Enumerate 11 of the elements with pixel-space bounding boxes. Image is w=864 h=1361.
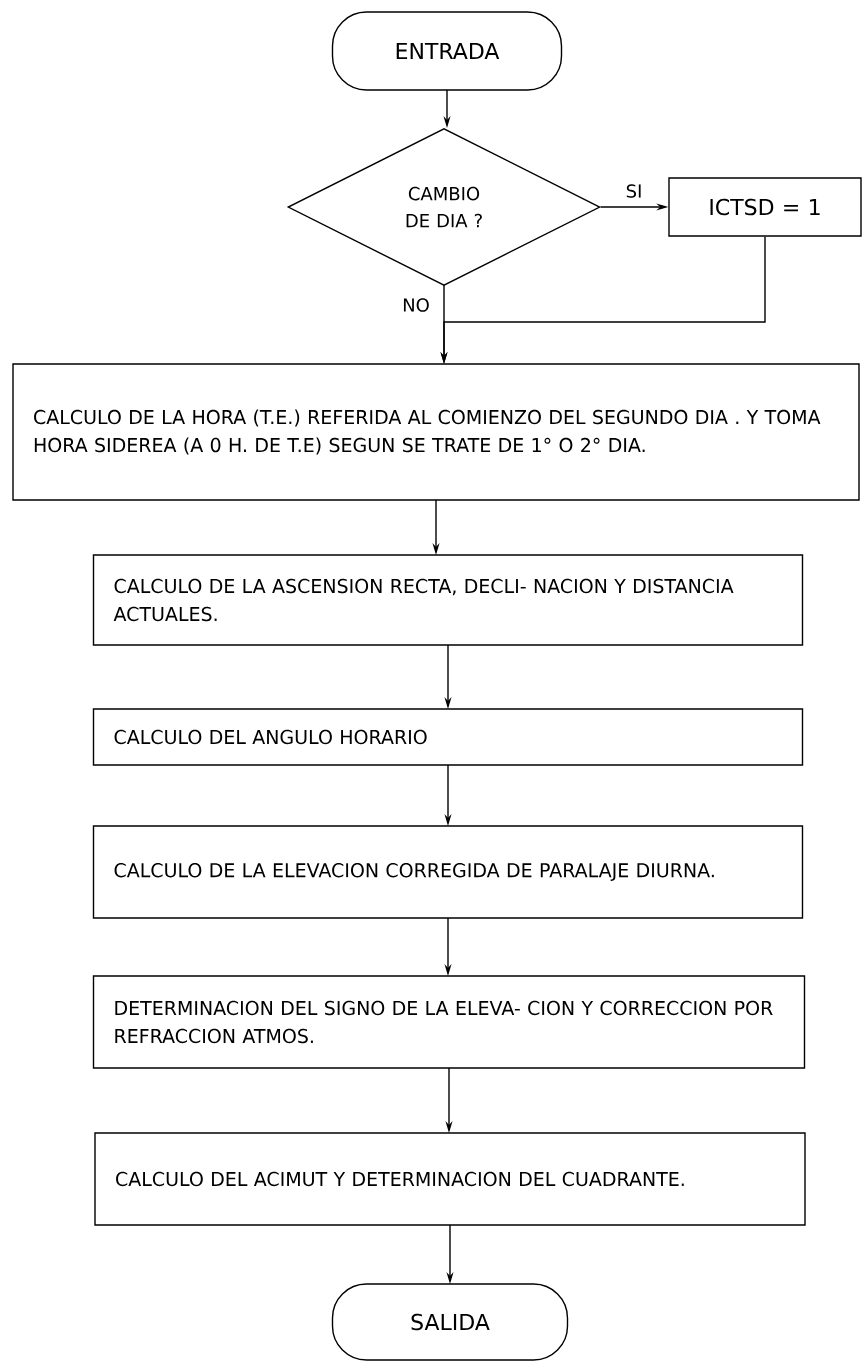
- process-box: CALCULO DE LA ELEVACION CORREGIDA DE PARALAJE DIURNA.: [92, 825, 804, 919]
- edge-label: NO: [401, 297, 431, 313]
- process-box: ICTSD = 1: [668, 177, 862, 237]
- process-box: CALCULO DEL ANGULO HORARIO: [92, 708, 804, 766]
- process-box: CALCULO DE LA HORA (T.E.) REFERIDA AL COMIENZO DEL SEGUNDO DIA . Y TOMA HORA SIDEREA (A 0 H. DE T.E) SEGUN SE TRATE DE 1° O 2° DIA.: [12, 363, 860, 501]
- terminal-box: SALIDA: [331, 1283, 569, 1361]
- edge-label: SI: [624, 183, 644, 199]
- process-box: DETERMINACION DEL SIGNO DE LA ELEVA- CION Y CORRECCION POR REFRACCION ATMOS.: [92, 975, 806, 1069]
- process-box: CALCULO DE LA ASCENSION RECTA, DECLI- NACION Y DISTANCIA ACTUALES.: [92, 554, 804, 646]
- process-box: CALCULO DEL ACIMUT Y DETERMINACION DEL CUADRANTE.: [94, 1132, 806, 1226]
- terminal-box: ENTRADA: [331, 11, 563, 91]
